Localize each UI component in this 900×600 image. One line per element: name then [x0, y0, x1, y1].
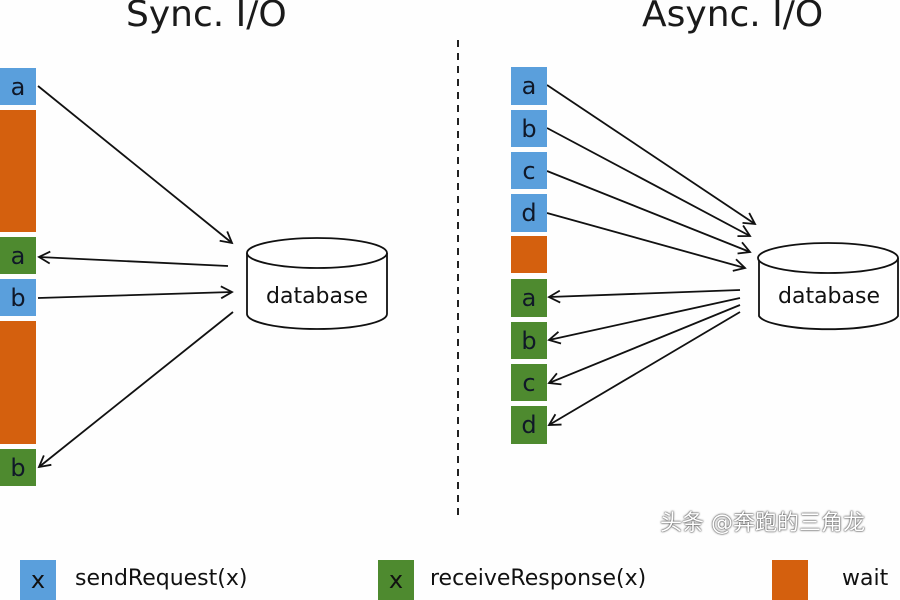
block-label: b [10, 283, 26, 312]
block-label: d [521, 199, 537, 227]
arrow-sync-send-b [37, 285, 234, 300]
arrow-async-send-d [546, 212, 747, 272]
block-label: d [521, 411, 537, 439]
async-block-receive-b: b [511, 322, 547, 359]
block-label: a [521, 72, 537, 100]
database-cylinder-async [757, 242, 899, 331]
legend-swatch-wait [772, 560, 808, 600]
sync-block-wait [0, 321, 36, 444]
block-label: a [10, 72, 26, 101]
block-label: a [10, 241, 26, 270]
arrow-sync-receive-a [37, 250, 229, 267]
block-label: c [522, 156, 536, 185]
block-label: c [522, 368, 536, 397]
block-label: b [10, 453, 26, 482]
arrow-sync-send-a [37, 85, 234, 245]
sync-block-receive-a: a [0, 237, 36, 274]
async-title: Async. I/O [642, 0, 824, 35]
arrow-async-receive-a [547, 289, 741, 304]
legend-swatch-receive: x [378, 560, 414, 600]
arrow-sync-receive-b [37, 311, 234, 469]
arrow-async-receive-d [547, 311, 741, 426]
block-label: b [521, 114, 537, 143]
async-block-send-c: c [511, 152, 547, 189]
sync-title: Sync. I/O [126, 0, 287, 35]
watermark: 头条 @奔跑的三角龙 [660, 511, 865, 536]
legend-text-receive: receiveResponse(x) [430, 566, 647, 591]
arrow-async-send-c [546, 170, 752, 255]
block-label: b [521, 326, 537, 355]
sync-block-send-a: a [0, 68, 36, 105]
sync-block-send-b: b [0, 279, 36, 316]
sync-block-receive-b: b [0, 449, 36, 486]
async-block-receive-a: a [511, 279, 547, 317]
arrow-async-receive-b [547, 297, 741, 345]
legend-text-wait: wait [842, 566, 889, 591]
block-label: a [521, 284, 537, 312]
arrow-async-send-b [546, 127, 752, 238]
async-block-send-b: b [511, 110, 547, 147]
arrow-async-send-a [546, 84, 757, 226]
async-block-send-d: d [511, 194, 547, 232]
async-block-receive-d: d [511, 406, 547, 444]
legend-swatch-send: x [20, 560, 56, 600]
async-block-send-a: a [511, 67, 547, 105]
database-label-sync: database [266, 284, 368, 309]
legend-symbol: x [388, 566, 404, 594]
database-label-async: database [778, 284, 880, 309]
async-block-receive-c: c [511, 364, 547, 401]
legend-symbol: x [30, 566, 46, 594]
sync-block-wait [0, 110, 36, 232]
arrow-async-receive-c [547, 304, 741, 386]
legend-text-send: sendRequest(x) [75, 566, 248, 591]
database-cylinder-sync [246, 237, 388, 330]
async-block-wait [511, 236, 547, 273]
